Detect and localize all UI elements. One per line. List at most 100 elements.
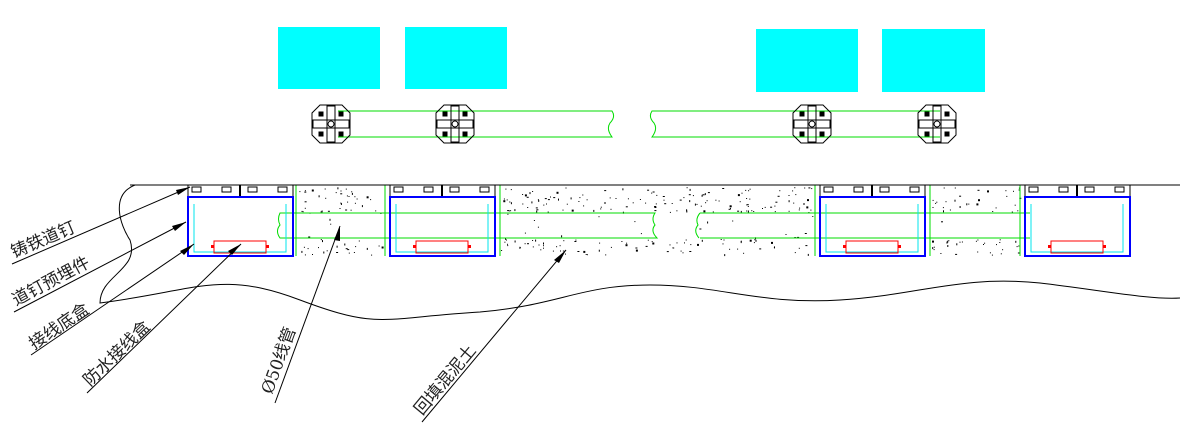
concrete-aggregate [720,239,722,240]
block [882,29,985,92]
concrete-aggregate [509,201,511,203]
concrete-aggregate [747,206,749,207]
concrete-aggregate [536,209,539,211]
concrete-aggregate [662,196,665,197]
concrete-aggregate [1000,253,1002,255]
road-stud-icon [792,104,832,144]
concrete-aggregate [808,187,811,189]
concrete-aggregate [804,187,806,189]
concrete-aggregate [651,241,653,243]
concrete-aggregate [640,233,642,235]
concrete-aggregate [320,211,323,213]
concrete-aggregate [652,242,655,245]
concrete-aggregate [932,199,934,201]
concrete-aggregate [537,199,539,201]
concrete-aggregate [507,243,508,245]
concrete-aggregate [303,246,305,248]
concrete-aggregate [632,202,634,204]
concrete-aggregate [804,233,807,234]
concrete-aggregate [947,245,949,247]
concrete-aggregate [318,247,319,249]
concrete-aggregate [669,244,671,246]
concrete-aggregate [811,188,813,190]
concrete-aggregate [353,252,355,253]
concrete-aggregate [774,211,776,213]
concrete-aggregate [812,216,814,217]
lamp-element [1050,240,1104,254]
concrete-aggregate [544,198,547,200]
concrete-aggregate [552,250,554,252]
concrete-aggregate [320,239,322,241]
concrete-aggregate [654,207,657,208]
concrete-aggregate [378,245,380,247]
concrete-aggregate [989,252,991,254]
junction-box [187,184,294,257]
concrete-aggregate [806,206,809,209]
junction-box [819,184,926,257]
concrete-aggregate [795,194,797,196]
concrete-aggregate [690,244,692,246]
concrete-aggregate [348,196,350,197]
concrete-aggregate [625,206,628,208]
concrete-aggregate [311,189,314,192]
concrete-aggregate [945,201,947,203]
leader-arrowheads [172,187,566,263]
concrete-aggregate [669,211,671,213]
concrete-aggregate [361,205,363,208]
concrete-aggregate [747,210,749,213]
concrete-aggregate [538,244,540,246]
concrete-aggregate [959,241,961,243]
concrete-aggregate [694,203,696,206]
concrete-aggregate [810,209,812,211]
concrete-aggregate [764,206,766,208]
concrete-aggregate [730,207,731,209]
concrete-aggregate [540,249,542,251]
concrete-aggregate [560,250,561,252]
concrete-aggregate [689,200,691,203]
concrete-aggregate [987,190,989,193]
concrete-aggregate [304,207,306,209]
concrete-aggregate [676,210,678,212]
concrete-aggregate [570,197,572,200]
road-stud-icon [311,104,351,144]
concrete-aggregate [803,203,805,205]
concrete-aggregate [984,242,986,244]
concrete-aggregate [654,210,657,212]
concrete-aggregate [503,200,506,203]
concrete-aggregate [968,203,970,205]
concrete-aggregate [354,196,356,198]
lamp-element [213,240,267,254]
concrete-aggregate [508,210,510,212]
top-view-blocks [278,27,985,92]
concrete-aggregate [799,207,801,209]
road-stud-icon [435,104,475,144]
concrete-aggregate [340,190,342,192]
concrete-aggregate [741,192,743,194]
concrete-aggregate [561,235,563,238]
concrete-aggregate [503,198,505,200]
concrete-aggregate [746,210,748,212]
concrete-aggregate [774,205,776,207]
concrete-aggregate [609,197,611,199]
concrete-aggregate [381,246,384,249]
concrete-aggregate [577,251,580,252]
concrete-aggregate [671,203,673,204]
concrete-aggregate [326,250,328,252]
concrete-aggregate [797,236,800,238]
concrete-aggregate [1017,252,1020,254]
concrete-aggregate [604,190,607,192]
concrete-aggregate [977,239,979,241]
concrete-aggregate [325,197,327,199]
concrete-aggregate [504,241,506,243]
concrete-aggregate [701,239,703,242]
concrete-aggregate [954,187,956,189]
concrete-aggregate [942,207,944,209]
concrete-aggregate [807,199,809,202]
concrete-aggregate [348,252,350,254]
concrete-aggregate [999,242,1001,243]
concrete-aggregate [770,206,773,208]
label-junction-base-box: 接线底盒 [26,300,94,355]
concrete-aggregate [1014,204,1016,206]
plan-pipes [338,110,940,138]
